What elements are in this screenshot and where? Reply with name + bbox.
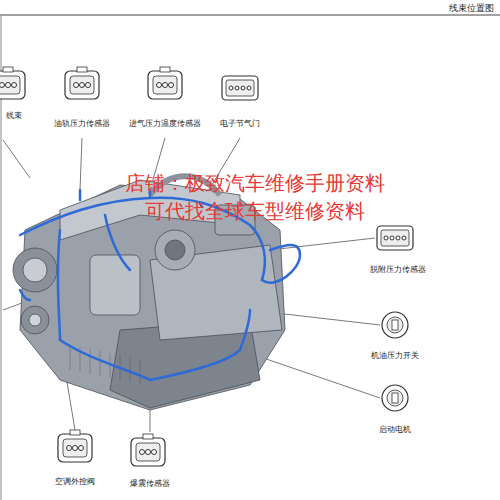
- page-title: 线束位置图: [449, 2, 494, 15]
- part-label: 机油压力开关: [371, 352, 419, 361]
- watermark: 店铺：极致汽车维修手册资料: [125, 172, 385, 194]
- part-label: 线束: [6, 112, 22, 121]
- part-label: 电子节气门: [220, 120, 260, 129]
- part-label: 启动电机: [379, 426, 411, 435]
- part-label: 爆震传感器: [130, 480, 170, 489]
- watermark: 可代找全球车型维修资料: [145, 200, 365, 222]
- part-label: 空调外控阀: [55, 478, 95, 487]
- part-label: 油轨压力传感器: [54, 120, 110, 129]
- part-label: 进气压力温度传感器: [129, 120, 201, 129]
- part-label: 脱附压力传感器: [370, 266, 426, 275]
